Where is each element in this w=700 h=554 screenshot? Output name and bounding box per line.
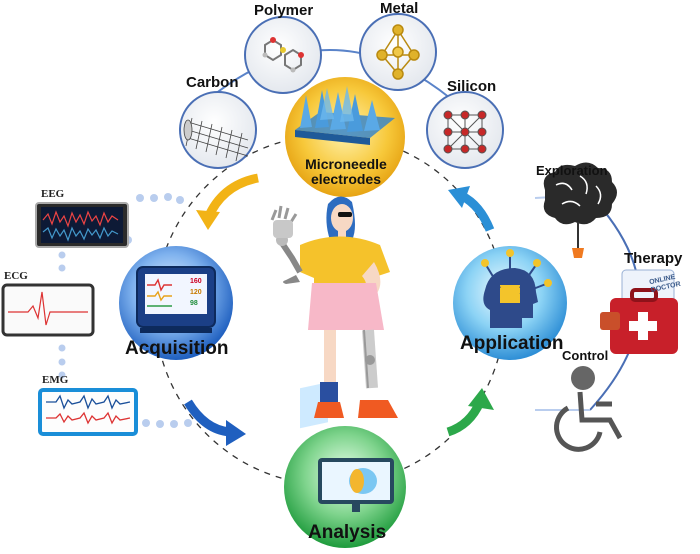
microneedle-node bbox=[285, 77, 405, 197]
materials-arc bbox=[184, 49, 476, 121]
polymer-node bbox=[244, 16, 322, 94]
analysis-label: Analysis bbox=[308, 522, 387, 543]
carbon-label: Carbon bbox=[186, 74, 239, 91]
polymer-label: Polymer bbox=[254, 2, 314, 19]
person-with-prosthetics-illustration bbox=[270, 196, 398, 418]
eeg-label: EEG bbox=[41, 188, 65, 200]
silicon-lattice-icon bbox=[443, 110, 487, 154]
ecg-monitor bbox=[1, 283, 95, 337]
microneedle-array-icon bbox=[295, 86, 395, 145]
carbon-nanotube-icon bbox=[183, 117, 249, 162]
ai-head-icon bbox=[481, 249, 552, 328]
signal-dots bbox=[58, 193, 192, 428]
polymer-molecule-icon bbox=[262, 37, 304, 73]
silicon-label: Silicon bbox=[447, 78, 497, 95]
monitor-value-1: 160 bbox=[190, 278, 202, 285]
wheelchair-icon bbox=[554, 366, 623, 452]
analysis-node bbox=[284, 382, 406, 548]
arrow-head-microneedle bbox=[448, 186, 470, 208]
silicon-node bbox=[426, 91, 504, 169]
control-label: Control bbox=[562, 348, 609, 363]
eeg-monitor bbox=[35, 202, 129, 248]
arrow-to-analysis bbox=[184, 399, 231, 437]
monitor-value-3: 98 bbox=[190, 300, 198, 307]
ecg-label: ECG bbox=[4, 270, 28, 282]
arrow-to-microneedle bbox=[459, 191, 495, 232]
microneedle-label: Microneedle electrodes bbox=[305, 156, 387, 187]
brain-computer-icon bbox=[300, 382, 394, 512]
metal-cluster-icon bbox=[376, 24, 420, 80]
therapy-label: Therapy bbox=[624, 250, 683, 267]
arrow-head-acquisition bbox=[196, 210, 220, 230]
first-aid-kit-icon bbox=[600, 269, 678, 354]
carbon-node bbox=[179, 91, 257, 169]
arrow-head-application bbox=[468, 388, 494, 410]
application-node bbox=[453, 246, 567, 360]
acquisition-label: Acquisition bbox=[125, 338, 229, 359]
metal-node bbox=[359, 13, 437, 91]
arrow-head-analysis bbox=[226, 420, 246, 446]
patient-monitor-icon bbox=[136, 266, 216, 333]
exploration-label: Exploration bbox=[536, 163, 608, 178]
monitor-value-2: 120 bbox=[190, 289, 202, 296]
acquisition-node bbox=[119, 246, 233, 360]
emg-label: EMG bbox=[42, 374, 69, 386]
application-label: Application bbox=[460, 333, 564, 354]
metal-label: Metal bbox=[380, 0, 419, 17]
emg-monitor bbox=[38, 388, 138, 436]
brain-icon bbox=[543, 162, 617, 258]
